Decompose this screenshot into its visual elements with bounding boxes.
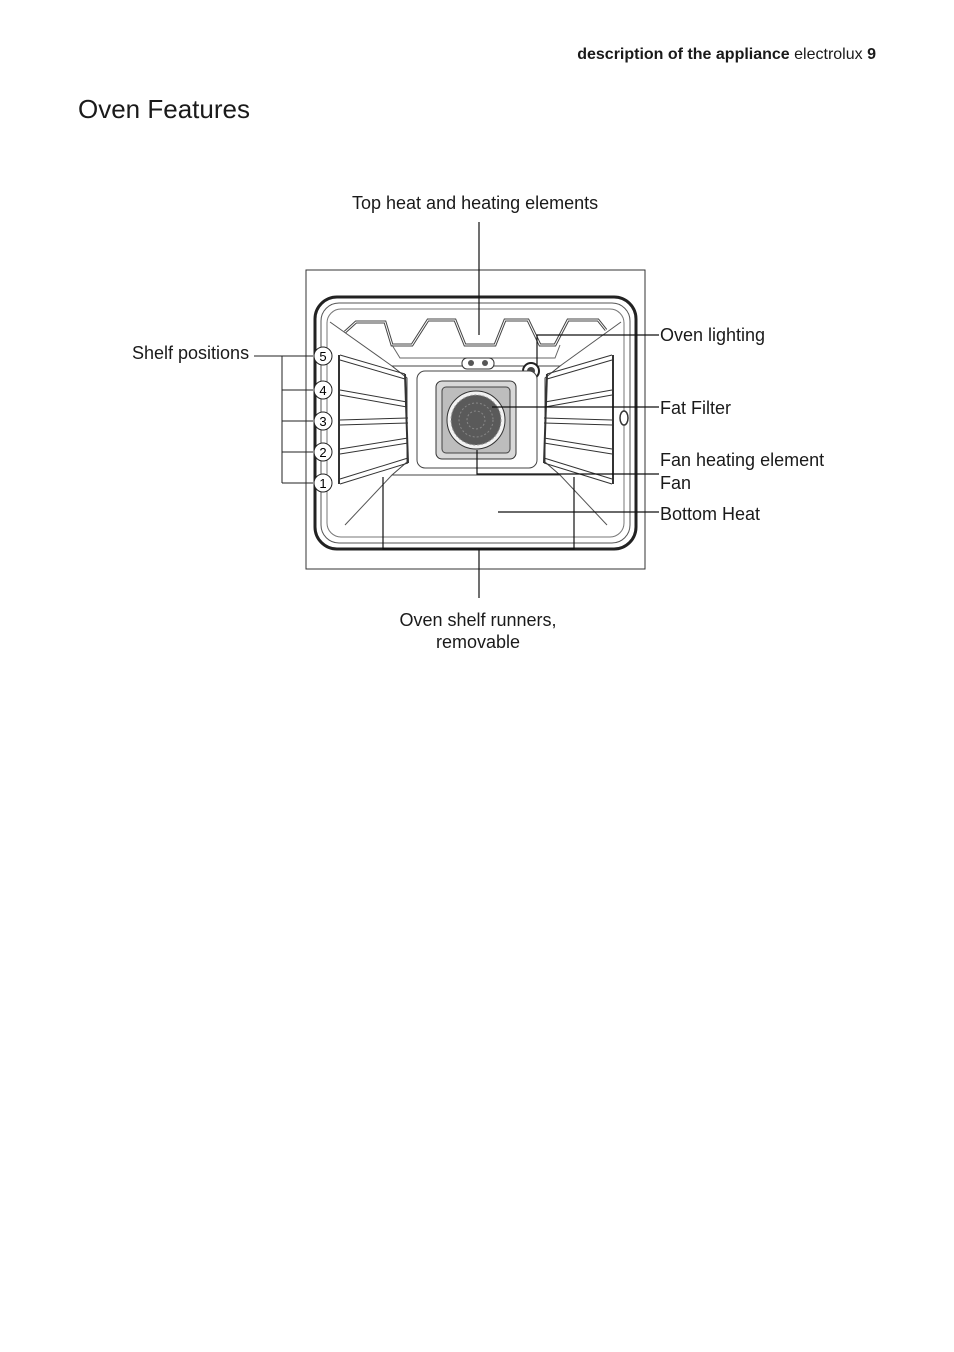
label-oven-lighting: Oven lighting [660,325,766,345]
oven-outer-frame [305,269,646,570]
page-title: Oven Features [78,94,250,124]
label-shelf-runners: Oven shelf runners, removable [378,609,578,653]
label-bottom-heat: Bottom Heat [660,504,761,524]
label-shelf-runners-line1: Oven shelf runners, [399,610,557,630]
svg-text:2: 2 [319,445,326,460]
leader-lines [382,222,659,598]
right-shelf-runners [543,354,614,485]
svg-text:4: 4 [319,383,326,398]
page-header: description of the appliance electrolux … [577,46,876,64]
shelf-marker-4: 4 [313,380,333,400]
shelf-marker-3: 3 [313,411,333,431]
left-shelf-runners [338,354,409,485]
shelf-marker-5: 5 [313,346,333,366]
shelf-marker-2: 2 [313,442,333,462]
shelf-marker-1: 1 [313,473,333,493]
fat-filter-mesh [451,395,501,445]
label-shelf-runners-line2: removable [435,632,521,652]
svg-text:5: 5 [319,349,326,364]
svg-text:1: 1 [319,476,326,491]
page-number: 9 [867,46,876,63]
header-brand: electrolux [794,46,863,63]
label-fan: Fan [660,473,692,493]
top-heating-element [343,318,608,347]
label-fat-filter: Fat Filter [660,398,732,418]
element-connector [461,357,495,370]
header-section: description of the appliance [577,46,790,63]
svg-text:3: 3 [319,414,326,429]
label-fan-heating-element: Fan heating element [660,450,825,470]
shelf-position-markers: 5 4 3 2 1 [254,346,333,493]
label-shelf-positions: Shelf positions [132,343,250,363]
label-top-heat: Top heat and heating elements [352,193,599,213]
